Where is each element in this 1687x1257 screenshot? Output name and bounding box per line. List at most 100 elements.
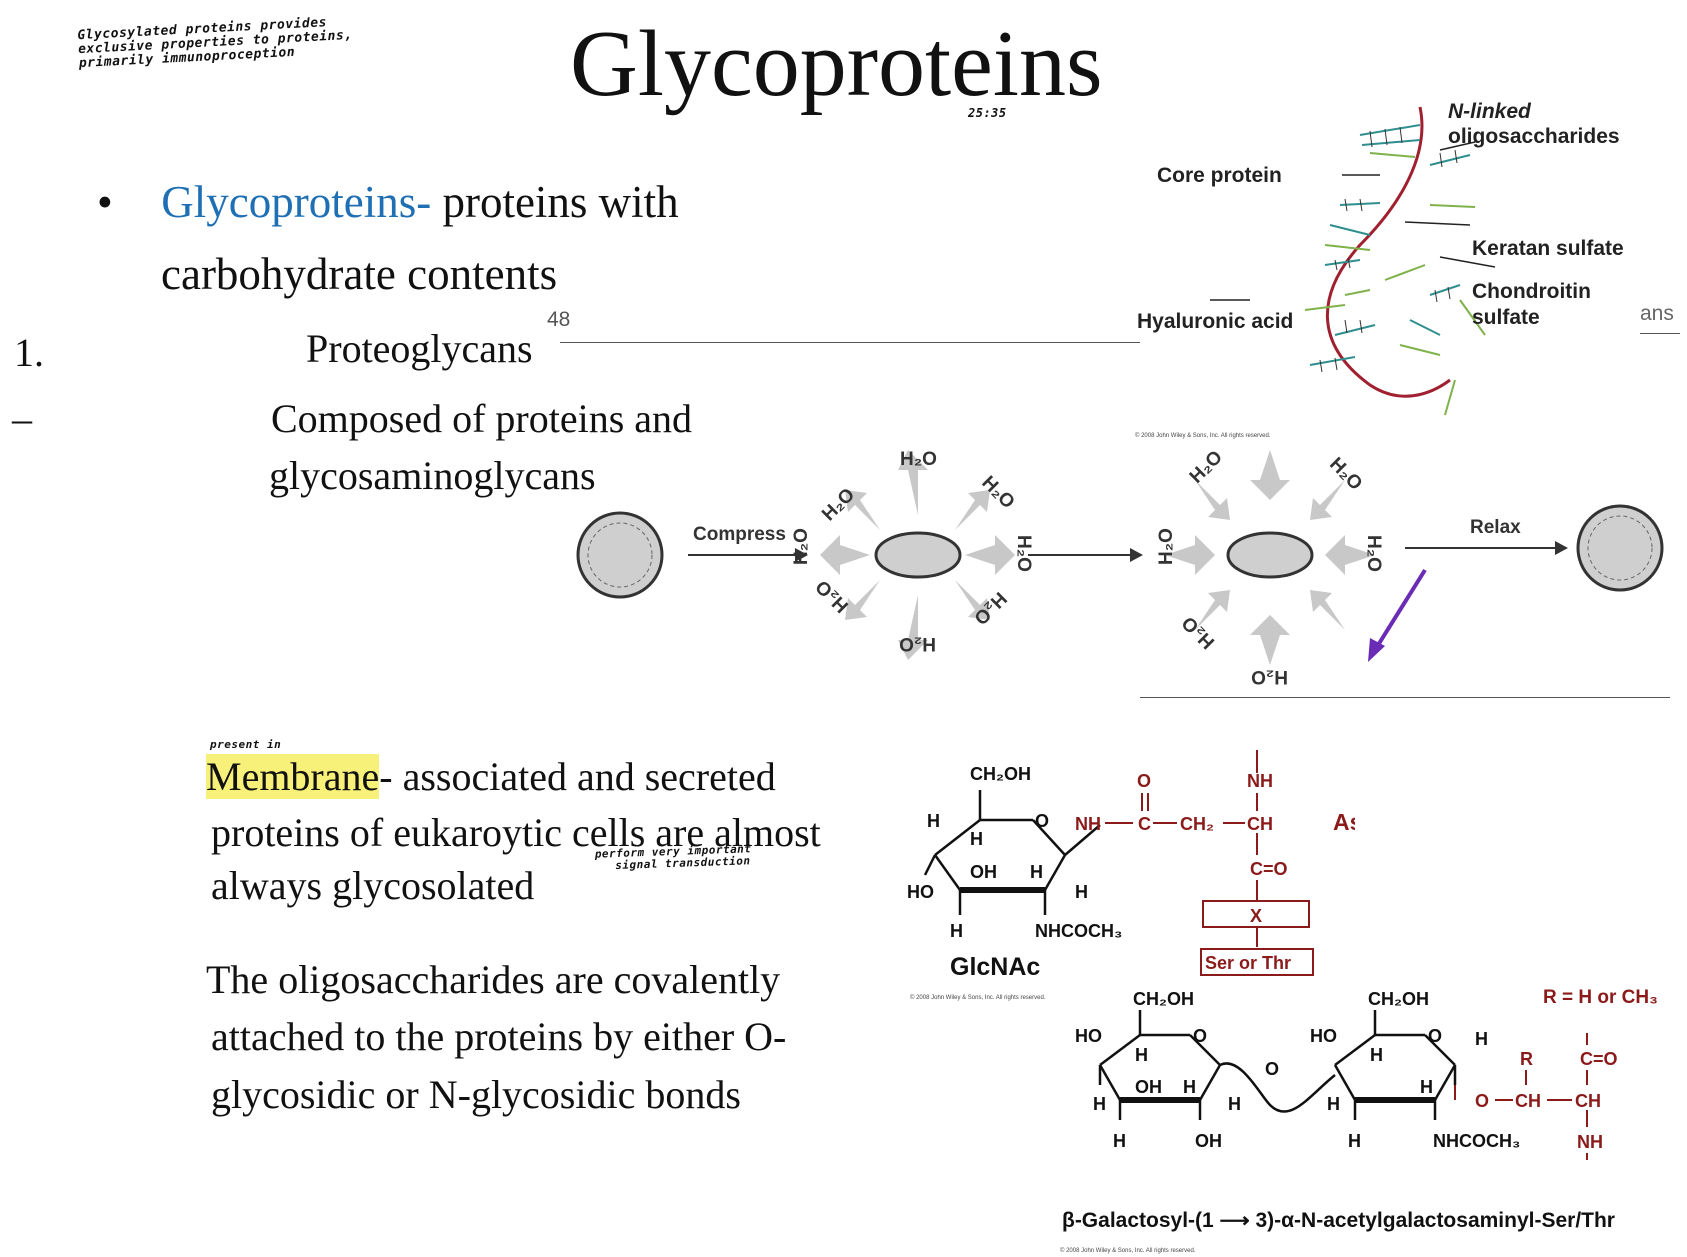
- horizontal-rule-1: [560, 342, 1140, 343]
- slide-number: 48: [547, 308, 571, 331]
- handwritten-note-top: Glycosylated proteins provides exclusive…: [77, 15, 354, 71]
- ser-c-eq-o: C=O: [1580, 1049, 1618, 1069]
- asn-nh-left: NH: [1075, 814, 1101, 834]
- glc-h: H: [1030, 862, 1043, 882]
- asn-o-top: O: [1137, 771, 1151, 791]
- list-number: 1.: [14, 330, 44, 375]
- label-keratan-sulfate: Keratan sulfate: [1472, 237, 1624, 260]
- gal-h: H: [1113, 1131, 1126, 1151]
- water-label: H₂O: [899, 633, 936, 654]
- gal-ch2oh: CH₂OH: [1133, 989, 1194, 1009]
- r-definition: R = H or CH₃: [1543, 987, 1658, 1008]
- glc-oh: OH: [970, 862, 997, 882]
- handnote-present-in: present in: [210, 738, 282, 751]
- asn-c: C: [1138, 814, 1151, 834]
- label-core-protein: Core protein: [1157, 164, 1282, 187]
- gal-h: H: [1135, 1045, 1148, 1065]
- copyright-glcnac: © 2008 John Wiley & Sons, Inc. All right…: [910, 995, 1046, 1001]
- asn-ch2: CH₂: [1180, 814, 1214, 834]
- water-label: H₂O: [1178, 612, 1219, 653]
- proteoglycans-heading: Proteoglycans: [306, 326, 533, 371]
- inward-arrows: [1165, 450, 1375, 665]
- gal-h: H: [1183, 1077, 1196, 1097]
- relax-label: Relax: [1470, 517, 1521, 538]
- galnac-h: H: [1420, 1077, 1433, 1097]
- oligo-line-3: glycosidic or N-glycosidic bonds: [211, 1072, 741, 1117]
- timestamp: 25:35: [968, 106, 1007, 120]
- bristle-group: [1304, 124, 1486, 416]
- asn-x: X: [1250, 906, 1262, 926]
- water-label: H₂O: [791, 528, 812, 565]
- label-sulfate: sulfate: [1472, 306, 1540, 329]
- glc-h: H: [950, 921, 963, 941]
- gal-oh: OH: [1195, 1131, 1222, 1151]
- definition-line-2: carbohydrate contents: [161, 249, 558, 299]
- ser-ch: CH: [1515, 1091, 1541, 1111]
- galnac-h: H: [1475, 1029, 1488, 1049]
- membrane-highlight: Membrane: [206, 754, 380, 799]
- label-n-linked: N-linked: [1448, 100, 1532, 123]
- galactosyl-figure: CH₂OH O HO H OH H H H O H OH CH₂OH O HO …: [1075, 987, 1658, 1160]
- gal-link-o: O: [1265, 1059, 1279, 1079]
- galnac-h: H: [1327, 1094, 1340, 1114]
- purple-annotation-arrow: [1373, 568, 1427, 652]
- label-hyaluronic-acid: Hyaluronic acid: [1137, 310, 1293, 333]
- compressed-ellipse: [874, 531, 962, 579]
- handnote-signal: perform very important signal transducti…: [595, 842, 752, 872]
- ser-r: R: [1520, 1049, 1533, 1069]
- page-title: Glycoproteins: [570, 12, 1103, 116]
- water-label: H₂O: [818, 484, 859, 525]
- glc-h: H: [1075, 882, 1088, 902]
- galnac-h: H: [1370, 1045, 1383, 1065]
- membrane-line-3: always glycosolated: [211, 863, 535, 908]
- ser-nh: NH: [1577, 1132, 1603, 1152]
- compress-label: Compress: [693, 524, 786, 545]
- membrane-line-1: Membrane- associated and secreted: [206, 748, 776, 805]
- glc-ch2oh: CH₂OH: [970, 764, 1031, 784]
- glc-ring-o: O: [1035, 811, 1049, 831]
- label-oligosaccharides: oligosaccharides: [1448, 125, 1620, 148]
- bullet-symbol: •: [97, 177, 113, 227]
- compressed-ellipse-2: [1226, 531, 1314, 579]
- water-label: H₂O: [1251, 666, 1288, 687]
- water-label: H₂O: [1013, 535, 1034, 572]
- definition-term: Glycoproteins-: [161, 177, 432, 227]
- gal-ho: HO: [1075, 1026, 1102, 1046]
- galnac-ho: HO: [1310, 1026, 1337, 1046]
- compress-relax-figure: Compress H₂O H₂O H₂O H₂O H₂O H₂O H₂O H₂O…: [576, 447, 1664, 687]
- composed-line-1: Composed of proteins and: [271, 396, 693, 441]
- bullet-definition: • Glycoproteins- proteins with: [97, 172, 679, 232]
- water-label: H₂O: [969, 587, 1010, 628]
- gal-h: H: [1228, 1094, 1241, 1114]
- glc-h: H: [927, 811, 940, 831]
- gal-ring-o: O: [1193, 1026, 1207, 1046]
- membrane-line-2: proteins of eukaroytic cells are almost: [211, 810, 821, 855]
- asn-ch: CH: [1247, 814, 1273, 834]
- gal-h: H: [1093, 1094, 1106, 1114]
- asn-ser-thr: Ser or Thr: [1205, 953, 1291, 973]
- outward-arrows: [820, 450, 1015, 660]
- label-chondroitin: Chondroitin: [1472, 280, 1591, 303]
- galnac-ring-o: O: [1428, 1026, 1442, 1046]
- gal-oh: OH: [1135, 1077, 1162, 1097]
- proteoglycan-figure: N-linked oligosaccharides Core protein K…: [1137, 100, 1624, 416]
- water-label: H₂O: [900, 449, 937, 470]
- horizontal-rule-2: [1640, 333, 1680, 334]
- dash-marker: –: [12, 396, 32, 441]
- cut-off-text: ans: [1640, 302, 1674, 325]
- core-protein-curve: [1326, 106, 1451, 398]
- asn-c-eq-o: C=O: [1250, 859, 1288, 879]
- water-label: H₂O: [1363, 535, 1384, 572]
- hydrated-sphere-right: [1576, 504, 1664, 592]
- membrane-rest: - associated and secreted: [379, 754, 776, 799]
- galnac-nhcoch3: NHCOCH₃: [1433, 1131, 1520, 1151]
- composed-line-2: glycosaminoglycans: [269, 453, 596, 498]
- asn-label: Asn: [1333, 809, 1355, 835]
- hydrated-sphere-left: [576, 511, 664, 599]
- asn-nh-top: NH: [1247, 771, 1273, 791]
- galactosyl-name: β-Galactosyl-(1 ⟶ 3)-α-N-acetylgalactosa…: [1062, 1209, 1615, 1232]
- galnac-h: H: [1348, 1131, 1361, 1151]
- copyright-proteoglycan-text: © 2008 John Wiley & Sons, Inc. All right…: [1135, 433, 1271, 439]
- definition-rest-1: proteins with: [431, 177, 679, 227]
- copyright-galactosyl: © 2008 John Wiley & Sons, Inc. All right…: [1060, 1248, 1196, 1254]
